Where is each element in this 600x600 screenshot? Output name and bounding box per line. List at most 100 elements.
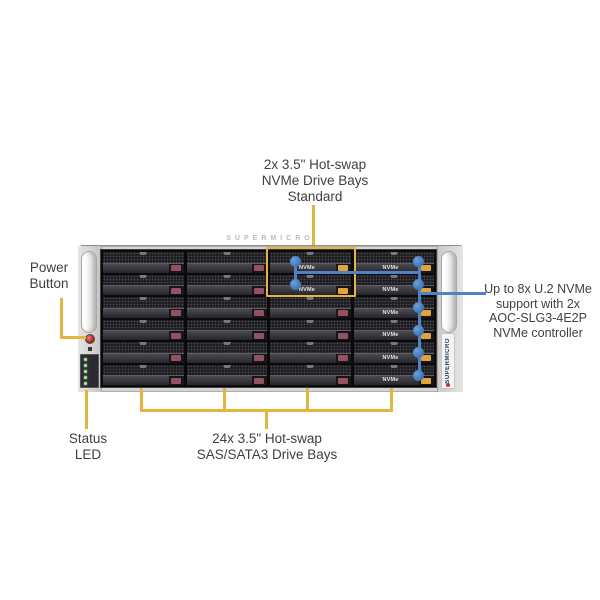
drive-tray-nvme: NVMe xyxy=(270,252,351,273)
nvme-support-label-line3: AOC-SLG3-4E2P xyxy=(489,311,587,325)
tray-perforated-mesh xyxy=(186,364,267,375)
tray-handle-bar: NVMe xyxy=(353,352,434,363)
tray-perforated-mesh xyxy=(353,274,434,285)
tray-handle-bar xyxy=(186,375,267,385)
nvme-indicator-dot xyxy=(290,256,301,267)
tray-handle-bar xyxy=(103,330,184,340)
tray-latch-button xyxy=(337,377,348,384)
drive-tray xyxy=(270,364,351,385)
tray-clip xyxy=(139,252,147,255)
drive-tray xyxy=(103,297,184,318)
tray-perforated-mesh xyxy=(353,342,434,353)
tray-perforated-mesh xyxy=(103,252,184,263)
tray-handle-bar xyxy=(186,262,267,273)
tray-handle-bar xyxy=(270,375,351,385)
tray-perforated-mesh xyxy=(103,342,184,353)
drive-tray-nvme: NVMe xyxy=(270,274,351,295)
tray-clip xyxy=(139,274,147,278)
power-button-label: Power Button xyxy=(20,260,78,292)
drive-tray xyxy=(270,319,351,340)
nvme-support-label-line4: NVMe controller xyxy=(493,325,583,340)
power-button-label-line2: Button xyxy=(29,276,69,291)
tray-latch-button xyxy=(170,377,181,384)
nvme-connector-line xyxy=(295,271,419,274)
tray-clip xyxy=(223,319,231,323)
tray-clip xyxy=(306,274,314,278)
tray-latch-button xyxy=(421,332,431,339)
nvme-bays-label-line3: Standard xyxy=(287,189,343,204)
drive-tray xyxy=(103,252,184,273)
tray-latch-button xyxy=(170,332,181,339)
drive-tray xyxy=(103,364,184,385)
status-led xyxy=(84,364,87,367)
tray-latch-button xyxy=(421,287,431,294)
tray-clip xyxy=(223,342,231,345)
tray-handle-bar: NVMe xyxy=(353,285,434,295)
tray-handle-bar xyxy=(270,307,351,318)
sas-bays-bracket xyxy=(140,388,143,412)
tray-handle-bar: NVMe xyxy=(270,262,351,273)
left-handle xyxy=(81,251,97,333)
tray-clip xyxy=(223,297,231,300)
tray-perforated-mesh xyxy=(270,319,351,330)
nvme-bays-label-line2: NVMe Drive Bays xyxy=(261,173,369,188)
tray-latch-button xyxy=(254,310,264,316)
tray-latch-button xyxy=(337,355,348,361)
lid-branding: SUPERMICRO xyxy=(226,235,314,242)
tray-latch-button xyxy=(421,265,431,271)
tray-clip xyxy=(306,342,314,345)
tray-clip xyxy=(223,252,231,255)
tray-clip xyxy=(390,364,398,368)
tray-handle-bar xyxy=(186,307,267,318)
nvme-indicator-dot xyxy=(413,370,424,381)
chassis-lid: SUPERMICRO xyxy=(78,216,462,247)
tray-perforated-mesh xyxy=(186,252,267,263)
nvme-indicator-dot xyxy=(413,347,424,358)
status-led-label-line2: LED xyxy=(74,447,102,462)
sas-bays-label: 24x 3.5" Hot-swap SAS/SATA3 Drive Bays xyxy=(157,431,377,463)
nvme-support-label-line1: Up to 8x U.2 NVMe xyxy=(484,282,592,296)
tray-perforated-mesh xyxy=(270,342,351,353)
brand-logo-dot xyxy=(446,383,450,387)
tray-latch-button xyxy=(337,265,348,271)
sas-bays-leader-line xyxy=(265,412,268,429)
tray-perforated-mesh xyxy=(270,252,351,263)
nvme-bay-label: NVMe xyxy=(382,332,399,338)
drive-tray xyxy=(186,252,267,273)
tray-handle-bar xyxy=(103,285,184,295)
drive-tray xyxy=(103,342,184,363)
tray-clip xyxy=(306,364,314,368)
tray-perforated-mesh xyxy=(103,297,184,308)
drive-tray xyxy=(186,364,267,385)
tray-perforated-mesh xyxy=(103,364,184,375)
status-led xyxy=(84,370,87,373)
tray-handle-bar: NVMe xyxy=(270,285,351,295)
status-led-label-line1: Status xyxy=(68,431,108,446)
drive-tray xyxy=(103,274,184,295)
tray-handle-bar: NVMe xyxy=(353,330,434,340)
status-led xyxy=(84,376,87,379)
nvme-bay-label: NVMe xyxy=(382,377,399,383)
nvme-bay-label: NVMe xyxy=(382,309,399,316)
tray-clip xyxy=(306,319,314,323)
tray-perforated-mesh xyxy=(353,364,434,375)
drive-tray xyxy=(270,342,351,363)
tray-clip xyxy=(390,342,398,345)
tray-clip xyxy=(223,364,231,368)
tray-perforated-mesh xyxy=(186,342,267,353)
drive-tray-nvme: NVMe xyxy=(353,297,434,318)
nvme-support-label: Up to 8x U.2 NVMe support with 2x AOC-SL… xyxy=(478,282,598,340)
sas-bays-label-line1: 24x 3.5" Hot-swap xyxy=(212,431,322,446)
nvme-support-label-line2: support with 2x xyxy=(495,296,581,311)
drive-tray xyxy=(186,274,267,295)
status-led-panel xyxy=(80,354,99,388)
nvme-indicator-dot xyxy=(413,302,424,313)
tray-perforated-mesh xyxy=(186,297,267,308)
tray-handle-bar xyxy=(103,375,184,385)
tray-clip xyxy=(390,319,398,323)
sas-bays-bracket xyxy=(390,388,393,412)
nvme-bay-label: NVMe xyxy=(382,287,399,293)
nvme-bays-leader-line xyxy=(312,205,315,248)
nvme-bay-label: NVMe xyxy=(298,264,316,271)
